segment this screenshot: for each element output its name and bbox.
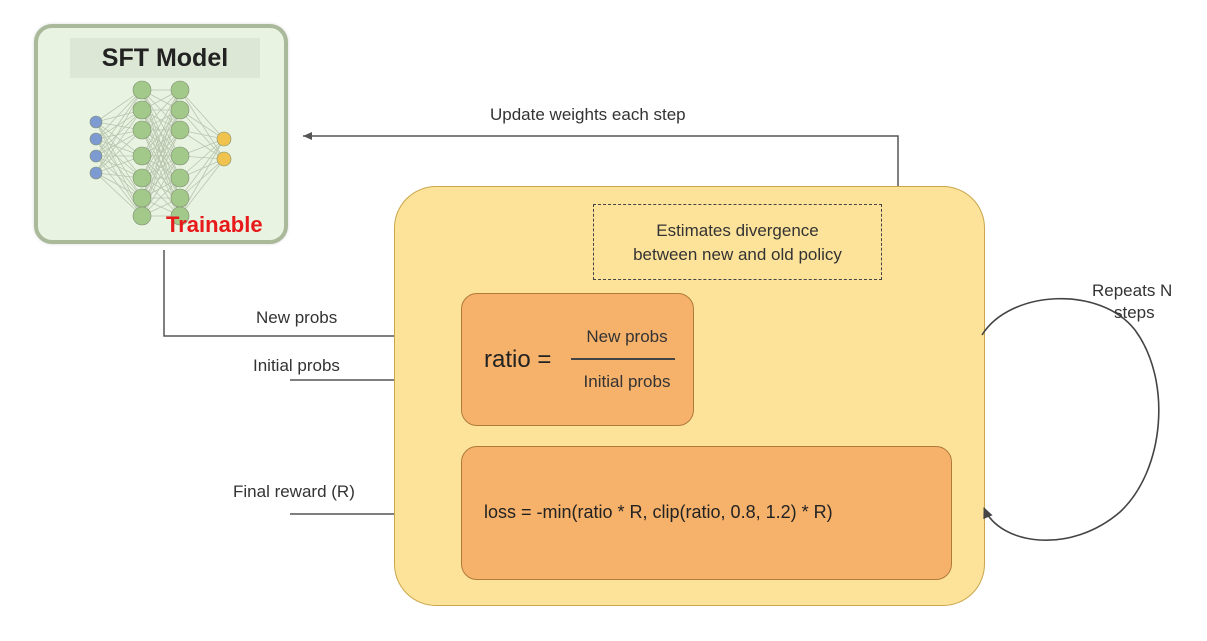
network-node: [89, 166, 103, 180]
network-node: [170, 146, 190, 166]
network-node: [170, 80, 190, 100]
network-edge: [95, 89, 143, 123]
loss-formula: loss = -min(ratio * R, clip(ratio, 0.8, …: [484, 502, 833, 522]
fraction-bar: [571, 358, 675, 360]
network-node: [216, 151, 232, 167]
network-edge: [95, 89, 143, 174]
network-edge: [95, 89, 143, 157]
model-title: SFT Model: [70, 38, 260, 78]
network-edge: [141, 155, 181, 217]
network-edge: [141, 155, 181, 199]
note-line-1: Estimates divergence: [656, 221, 819, 240]
loss-box: loss = -min(ratio * R, clip(ratio, 0.8, …: [461, 446, 952, 580]
network-edge: [95, 121, 143, 199]
network-node: [132, 146, 152, 166]
network-edge: [179, 138, 225, 179]
final-reward-label: Final reward (R): [233, 482, 355, 501]
network-edge: [95, 109, 143, 174]
network-node: [170, 100, 190, 120]
network-node: [132, 80, 152, 100]
ratio-box: ratio = New probs Initial probs: [461, 293, 694, 426]
divergence-note: Estimates divergence between new and old…: [593, 204, 882, 280]
network-node: [170, 206, 190, 226]
ratio-lhs: ratio =: [484, 346, 552, 373]
network-node: [132, 100, 152, 120]
network-edge: [179, 158, 225, 199]
network-edge: [95, 109, 143, 157]
network-edge: [95, 172, 143, 217]
repeat-label-line-2: steps: [1114, 303, 1155, 322]
network-node: [132, 120, 152, 140]
network-node: [89, 115, 103, 129]
network-edge: [141, 89, 181, 157]
neural-network-icon: [89, 80, 232, 226]
network-edge: [95, 89, 143, 140]
repeat-label-line-1: Repeats N: [1092, 281, 1173, 300]
network-node: [132, 168, 152, 188]
note-line-2: between new and old policy: [633, 245, 842, 264]
network-edge: [179, 89, 225, 140]
network-node: [170, 120, 190, 140]
network-node: [89, 149, 103, 163]
network-node: [170, 188, 190, 208]
initial-probs-label: Initial probs: [253, 356, 340, 375]
new-probs-label: New probs: [256, 308, 338, 327]
trainable-badge: Trainable: [166, 212, 263, 237]
network-edge: [179, 138, 225, 199]
network-node: [170, 168, 190, 188]
network-edge: [95, 129, 143, 174]
update-weights-label: Update weights each step: [490, 105, 686, 124]
ratio-numerator: New probs: [586, 327, 668, 346]
new-probs-arrow: [163, 250, 459, 340]
network-node: [132, 188, 152, 208]
network-node: [216, 131, 232, 147]
ratio-denominator: Initial probs: [583, 372, 671, 391]
network-edge: [179, 158, 225, 217]
network-node: [132, 206, 152, 226]
network-edge: [95, 121, 143, 157]
network-node: [89, 132, 103, 146]
sft-model-card: SFT Model Trainable: [34, 24, 288, 244]
